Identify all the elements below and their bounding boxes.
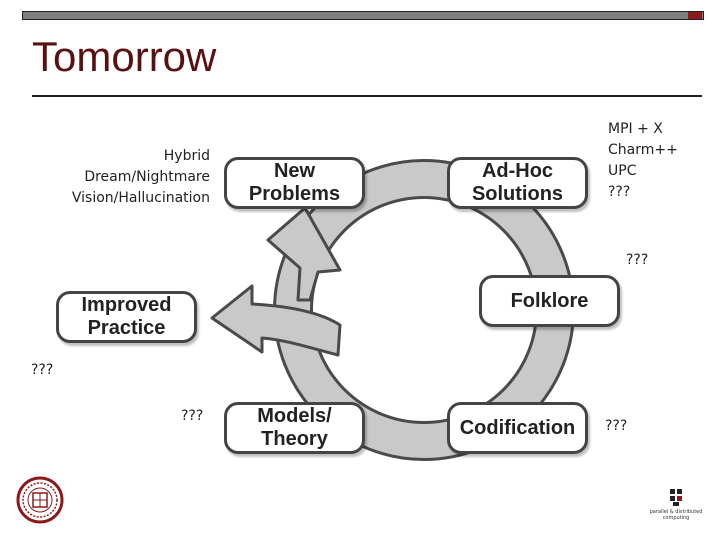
new-problems-box: New Problems	[224, 157, 365, 209]
branch-arrow	[210, 284, 342, 357]
codification-box: Codification	[447, 402, 588, 454]
title-bar-accent	[688, 12, 702, 19]
title-bar-decoration	[22, 11, 704, 20]
research-group-logo: parallel & distributed computing	[640, 487, 712, 527]
models-theory-note: ???	[181, 408, 204, 424]
folklore-note: ???	[626, 252, 649, 268]
research-group-logo-text: parallel & distributed computing	[649, 509, 703, 521]
folklore-box: Folklore	[479, 275, 620, 327]
improved-practice-note: ???	[31, 362, 54, 378]
title-divider	[32, 95, 702, 97]
new-problems-note: Hybrid Dream/Nightmare Vision/Hallucinat…	[71, 148, 210, 206]
slide-title: Tomorrow	[32, 33, 217, 80]
improved-practice-box: Improved Practice	[56, 291, 197, 343]
codification-note: ???	[605, 418, 628, 434]
models-theory-box: Models/ Theory	[224, 402, 365, 454]
adhoc-solutions-box: Ad-Hoc Solutions	[447, 157, 588, 209]
university-seal-logo	[16, 476, 64, 524]
adhoc-solutions-note: MPI + X Charm++ UPC ???	[608, 121, 678, 200]
research-group-logo-mark	[670, 489, 682, 506]
cycle-arrow-head	[266, 206, 342, 302]
